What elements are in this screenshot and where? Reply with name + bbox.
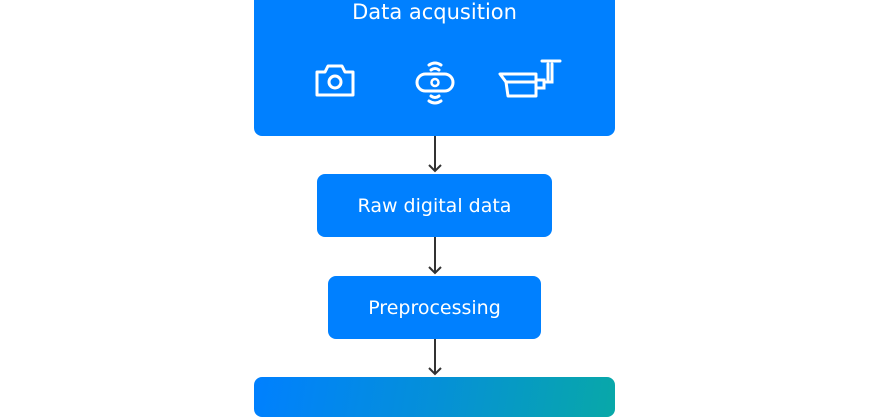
node-next-step [254, 377, 615, 417]
arrow-down [428, 237, 442, 275]
arrow-down [428, 136, 442, 173]
cctv-camera-icon [498, 59, 562, 98]
node-raw-digital-data: Raw digital data [317, 174, 552, 237]
node-preprocessing: Preprocessing [328, 276, 541, 339]
node-data-acquisition: Data acqusition [254, 0, 615, 136]
arrow-down [428, 339, 442, 376]
camera-icon [315, 64, 355, 97]
node-label: Data acqusition [352, 0, 517, 24]
sensor-icon [415, 61, 455, 105]
node-label: Preprocessing [368, 296, 501, 319]
node-label: Raw digital data [357, 194, 512, 217]
